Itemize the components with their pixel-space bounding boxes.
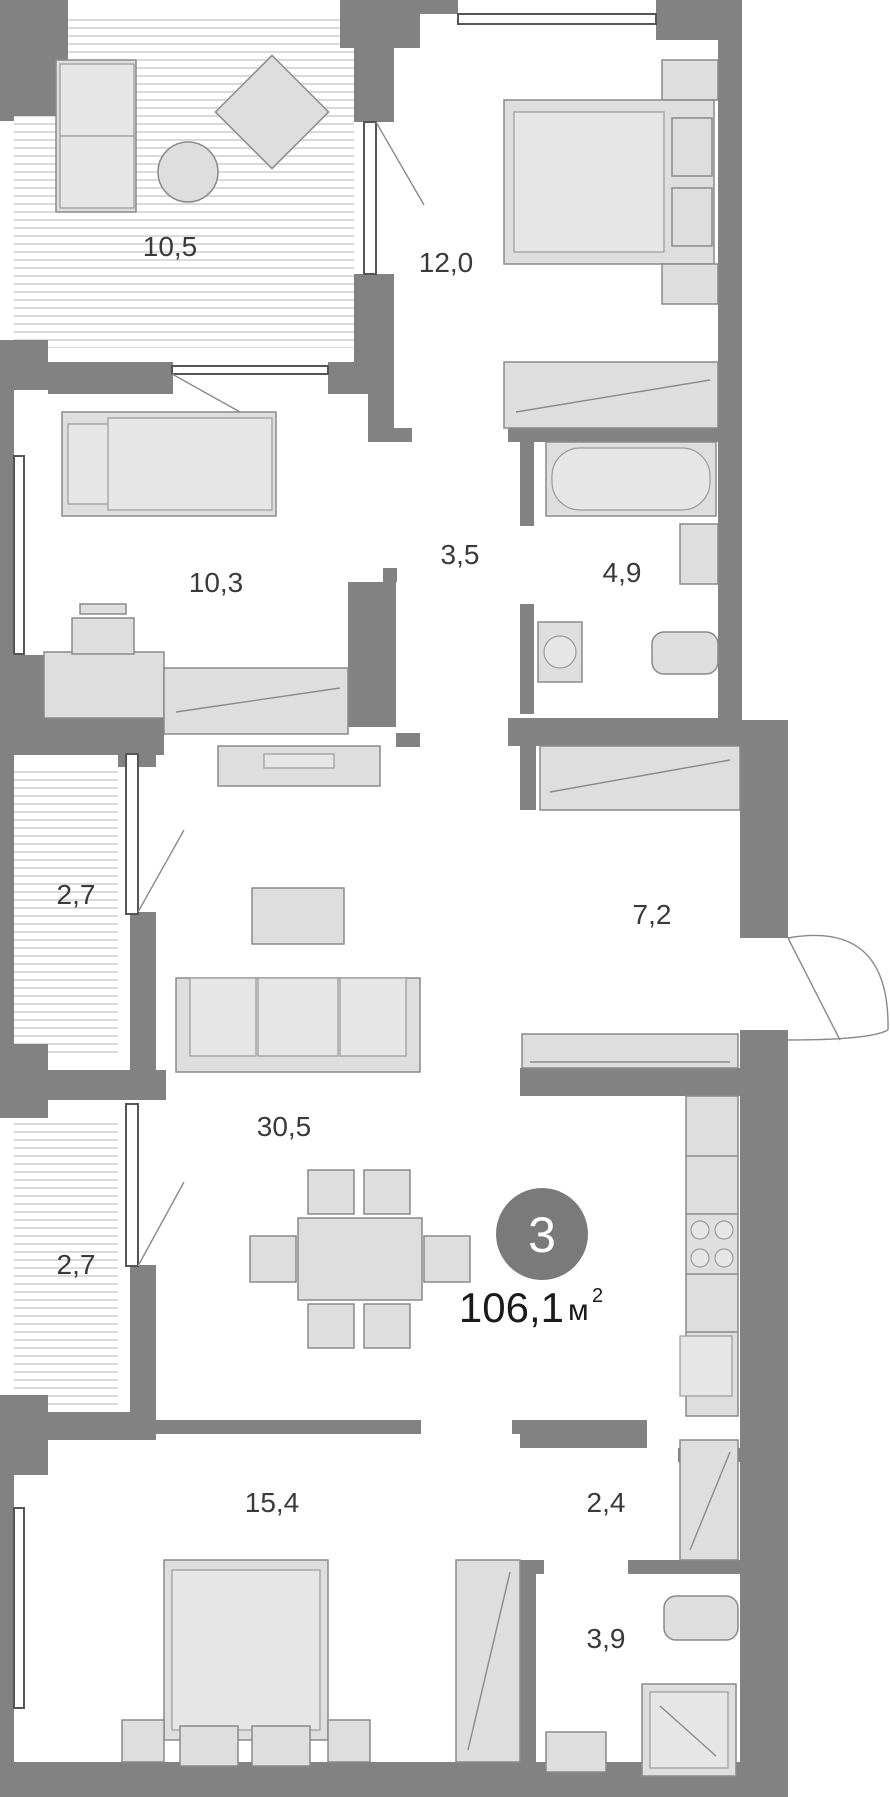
label-bathroom-lower: 3,9 (587, 1623, 626, 1654)
area-unit: м (568, 1294, 589, 1327)
area-unit-power: 2 (592, 1285, 603, 1307)
small-wardrobe (679, 1439, 739, 1561)
walls (0, 0, 788, 1797)
bedroom-bottom-furniture (121, 1559, 521, 1767)
bathroom-lower-fixtures (545, 1595, 739, 1777)
label-wardrobe-small: 2,4 (587, 1487, 626, 1518)
label-corridor: 3,5 (441, 539, 480, 570)
label-hall: 7,2 (633, 899, 672, 930)
rooms-count: 3 (528, 1207, 556, 1263)
bedroom-right-furniture (503, 59, 719, 429)
label-balcony-low: 2,7 (57, 1249, 96, 1280)
label-bedroom-bottom: 15,4 (245, 1487, 300, 1518)
bathroom-upper-fixtures (537, 441, 719, 683)
label-balcony-mid: 2,7 (57, 879, 96, 910)
balcony-furniture (55, 54, 330, 213)
label-bedroom-left: 10,3 (189, 567, 244, 598)
label-balcony-top: 10,5 (143, 231, 198, 262)
kitchen-units (521, 1033, 739, 1417)
label-living-kitchen: 30,5 (257, 1111, 312, 1142)
total-area: 106,1 (459, 1284, 564, 1331)
room-labels: 10,5 12,0 10,3 3,5 4,9 2,7 7,2 2,7 30,5 … (57, 231, 672, 1654)
door-swings (137, 121, 889, 1267)
label-bathroom-upper: 4,9 (603, 557, 642, 588)
windows (13, 13, 657, 1709)
bedroom-left-furniture (43, 411, 349, 735)
label-bedroom-top-right: 12,0 (419, 247, 474, 278)
living-furniture (175, 887, 471, 1349)
hall-wardrobe (217, 745, 741, 811)
apartment-badge: 3 106,1 м 2 (459, 1188, 603, 1331)
balcony-mid-floor (14, 768, 118, 1054)
rooms-count-badge (496, 1188, 588, 1280)
balcony-low-floor (14, 1122, 118, 1408)
